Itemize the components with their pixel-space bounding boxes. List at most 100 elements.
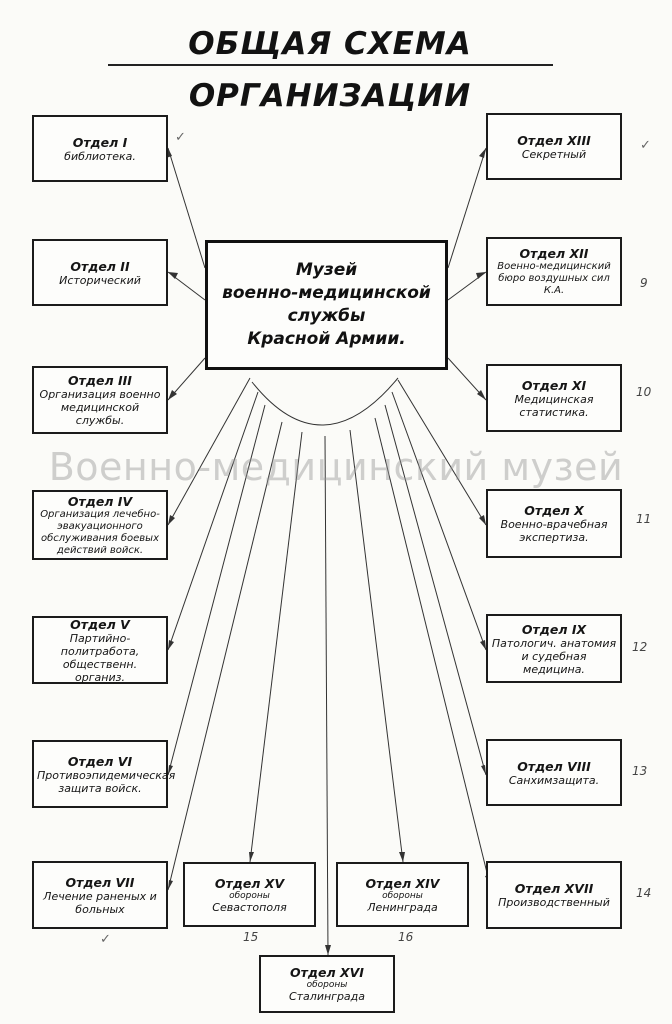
department-14-sub: обороны <box>382 890 423 901</box>
museum-center-box: Музей военно-медицинской службы Красной … <box>205 240 448 370</box>
department-17-head: Отдел XVII <box>514 881 594 896</box>
department-15-sub: обороны <box>229 890 270 901</box>
arrowhead-d4 <box>168 515 175 525</box>
connector-d16 <box>324 435 329 956</box>
margin-note-10: 10 <box>636 385 652 399</box>
arrowhead-d10 <box>479 515 486 525</box>
department-16-body: Сталинграда <box>288 990 366 1003</box>
watermark: Военно-медицинский музей <box>48 445 624 489</box>
arrowhead-d2 <box>168 272 178 279</box>
margin-note-16: 16 <box>398 930 414 944</box>
department-3-body: Организация военно медицинской службы. <box>39 388 161 427</box>
department-box-1: Отдел I библиотека. <box>32 115 168 182</box>
connector-d7 <box>167 421 283 891</box>
margin-note-11: 11 <box>636 512 652 526</box>
arrowhead-d9 <box>480 640 486 650</box>
department-box-10: Отдел X Военно-врачебная экспертиза. <box>486 489 622 558</box>
department-box-6: Отдел VI Противоэпидемическая защита вой… <box>32 740 176 808</box>
margin-note-15: 15 <box>243 930 259 944</box>
connector-d15 <box>249 431 303 863</box>
center-line-2: военно-медицинской <box>222 283 431 303</box>
arrowhead-d16 <box>325 945 331 955</box>
department-box-3: Отдел III Организация военно медицинской… <box>32 366 168 434</box>
diagram-title: Общая схема организации <box>188 26 472 114</box>
department-1-head: Отдел I <box>72 134 128 150</box>
connector-d8 <box>384 404 487 776</box>
arrowhead-d14 <box>399 852 405 862</box>
department-15-head: Отдел XV <box>214 875 285 891</box>
department-box-9: Отдел IX Патологич. анатомия и судебная … <box>486 614 622 683</box>
department-2-body: Исторический <box>59 273 141 287</box>
department-4-body: Организация лечебно-эвакуационного обслу… <box>40 508 160 556</box>
connector-d14 <box>349 429 404 863</box>
department-box-5: Отдел V Партийно-политработа, общественн… <box>32 616 168 684</box>
margin-note-12: 12 <box>632 640 648 654</box>
department-17-body: Производственный <box>498 896 610 909</box>
department-7-body: Лечение раненых и больных <box>43 889 157 916</box>
checkmark-icon: ✓ <box>640 138 651 153</box>
connector-d17 <box>374 417 491 886</box>
department-6-head: Отдел VI <box>67 753 133 769</box>
department-7-head: Отдел VII <box>65 874 135 890</box>
connector-d9 <box>391 391 487 651</box>
department-13-body: Секретный <box>521 147 587 161</box>
connector-d1 <box>167 147 206 269</box>
department-8-body: Санхимзащита. <box>508 773 600 787</box>
department-9-head: Отдел IX <box>521 621 587 637</box>
department-box-16: Отдел XVI обороны Сталинграда <box>259 955 395 1013</box>
center-arc <box>251 377 399 426</box>
connector-d5 <box>167 391 259 651</box>
department-2-head: Отдел II <box>70 258 130 274</box>
arrowhead-d6 <box>168 765 173 775</box>
department-box-14: Отдел XIV обороны Ленинграда <box>336 862 469 927</box>
department-5-body: Партийно-политработа, общественн. органи… <box>60 631 140 684</box>
department-1-body: библиотека. <box>64 149 136 163</box>
department-box-2: Отдел II Исторический <box>32 239 168 306</box>
center-line-1: Музей <box>295 260 358 280</box>
department-5-head: Отдел V <box>70 616 130 632</box>
arrowhead-d5 <box>168 640 174 650</box>
department-12-body: Военно-медицинский бюро воздушных сил К.… <box>497 261 611 296</box>
department-box-13: Отдел XIII Секретный <box>486 113 622 180</box>
department-11-body: Медицинская статистика. <box>514 392 594 419</box>
department-box-15: Отдел XV обороны Севастополя <box>183 862 316 927</box>
department-15-body: Севастополя <box>212 900 287 914</box>
department-box-17: Отдел XVII Производственный <box>486 861 622 929</box>
department-6-body: Противоэпидемическая защита войск. <box>37 768 176 795</box>
connector-d6 <box>167 404 266 776</box>
department-16-sub: обороны <box>306 980 348 990</box>
department-12-head: Отдел XII <box>519 246 589 261</box>
margin-note-14: 14 <box>636 886 652 900</box>
department-box-7: Отдел VII Лечение раненых и больных <box>32 861 168 929</box>
department-box-4: Отдел IV Организация лечебно-эвакуационн… <box>32 490 168 560</box>
arrowhead-d3 <box>168 390 177 400</box>
department-box-11: Отдел XI Медицинская статистика. <box>486 364 622 432</box>
arrowhead-d12 <box>476 272 486 279</box>
margin-note-9: 9 <box>640 276 648 290</box>
department-3-head: Отдел III <box>68 373 132 388</box>
arrowhead-d11 <box>477 390 486 400</box>
department-14-head: Отдел XIV <box>365 875 440 891</box>
department-4-head: Отдел IV <box>67 493 133 509</box>
title-underline <box>108 64 553 66</box>
arrowhead-d13 <box>479 148 486 158</box>
department-9-body: Патологич. анатомия и судебная медицина. <box>491 636 617 676</box>
connector-d13 <box>447 147 487 269</box>
department-8-head: Отдел VIII <box>517 758 591 774</box>
center-line-4: Красной Армии. <box>247 329 406 349</box>
connector-d4 <box>167 377 251 526</box>
department-11-head: Отдел XI <box>521 377 587 393</box>
checkmark-icon: ✓ <box>100 932 111 947</box>
department-10-body: Военно-врачебная экспертиза. <box>500 518 608 544</box>
margin-note-13: 13 <box>632 764 648 778</box>
department-13-head: Отдел XIII <box>517 132 591 148</box>
department-16-head: Отдел XVI <box>290 965 364 980</box>
department-14-body: Ленинграда <box>367 900 438 914</box>
department-box-8: Отдел VIII Санхимзащита. <box>486 739 622 806</box>
arrowhead-d8 <box>481 765 486 775</box>
center-line-3: службы <box>287 306 366 326</box>
arrowhead-d7 <box>168 880 173 890</box>
department-10-head: Отдел X <box>524 503 584 518</box>
arrowhead-d15 <box>249 852 254 862</box>
